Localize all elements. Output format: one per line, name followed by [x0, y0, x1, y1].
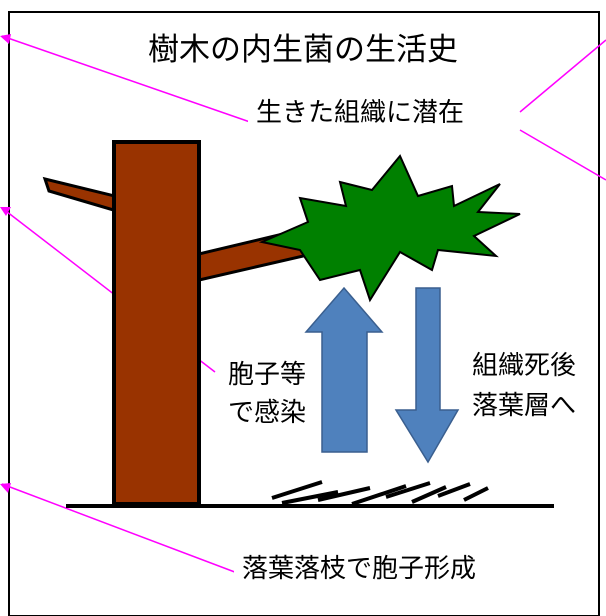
connector-arrowhead [0, 483, 11, 493]
diagram-title: 樹木の内生菌の生活史 [148, 32, 458, 68]
connector-arrowhead [0, 34, 11, 44]
infection-label-line2: で感染 [228, 398, 307, 428]
fallen-litter [271, 480, 489, 506]
connector-line-right [519, 129, 606, 181]
infection-label: 胞子等 で感染 [228, 356, 306, 432]
litter-label-line1: 組織死後 [472, 351, 577, 381]
leaf-cluster [258, 154, 521, 303]
connector-line-spore [1, 483, 241, 575]
infection-arrow [304, 286, 384, 453]
latent-label: 生きた組織に潜在 [248, 98, 473, 130]
connector-line-top-left [1, 35, 251, 123]
litter-arrow [394, 287, 460, 464]
tree-trunk [112, 140, 201, 506]
spore-formation-label: 落葉落枝で胞子形成 [234, 554, 485, 586]
connector-arrowhead [0, 207, 11, 216]
litter-label-line2: 落葉層へ [472, 391, 577, 421]
diagram-frame [8, 11, 600, 616]
infection-label-line1: 胞子等 [228, 360, 307, 390]
litter-label: 組織死後 落葉層へ [472, 346, 576, 426]
connector-line-top-right [519, 39, 606, 113]
